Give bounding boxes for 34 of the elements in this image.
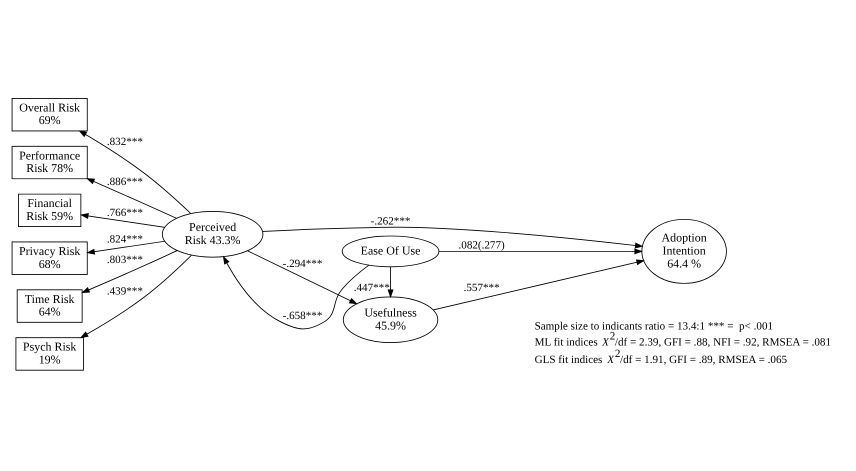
edge-label: .886*** [106, 176, 143, 188]
edge-label: .803*** [106, 253, 143, 266]
node-ellipse: Ease Of Use [342, 235, 440, 267]
edge-label: -.262*** [370, 214, 410, 227]
node-box: Psych Risk 19% [15, 336, 84, 370]
arrow [222, 255, 370, 329]
node-box: Privacy Risk 68% [12, 241, 88, 274]
arrow [262, 226, 644, 248]
arrow [86, 240, 166, 254]
arrow [78, 130, 192, 214]
arrow [81, 250, 178, 293]
edge-label: .439*** [106, 284, 143, 297]
node-box: Financial Risk 59% [18, 193, 82, 227]
edge-label: .082(.277) [458, 238, 505, 251]
arrow [86, 178, 177, 218]
node-box: Time Risk 64% [16, 288, 83, 322]
arrow [388, 266, 394, 298]
arrow [80, 254, 192, 338]
node-box: Overall Risk 69% [12, 98, 88, 131]
edge-label: .766*** [106, 206, 143, 218]
node-box: Performance Risk 78% [12, 145, 88, 179]
node-ellipse: Perceived Risk 43.3% [162, 210, 264, 258]
arrow [432, 258, 645, 310]
edge-label: .832*** [106, 135, 143, 148]
edge-label: .447*** [354, 281, 390, 294]
edge-label: -.658*** [282, 310, 322, 322]
label: Sample size to indicants ratio = 13.4:1 *** = p< .001 [534, 320, 774, 332]
arrow [438, 248, 643, 254]
edge-label: .824*** [106, 232, 143, 245]
edge-label: .557*** [464, 282, 500, 294]
edge-label: -.294*** [282, 258, 322, 270]
arrow [80, 212, 166, 228]
node-ellipse: Adoption Intention 64.4 % [641, 218, 727, 284]
arrow [247, 250, 358, 304]
